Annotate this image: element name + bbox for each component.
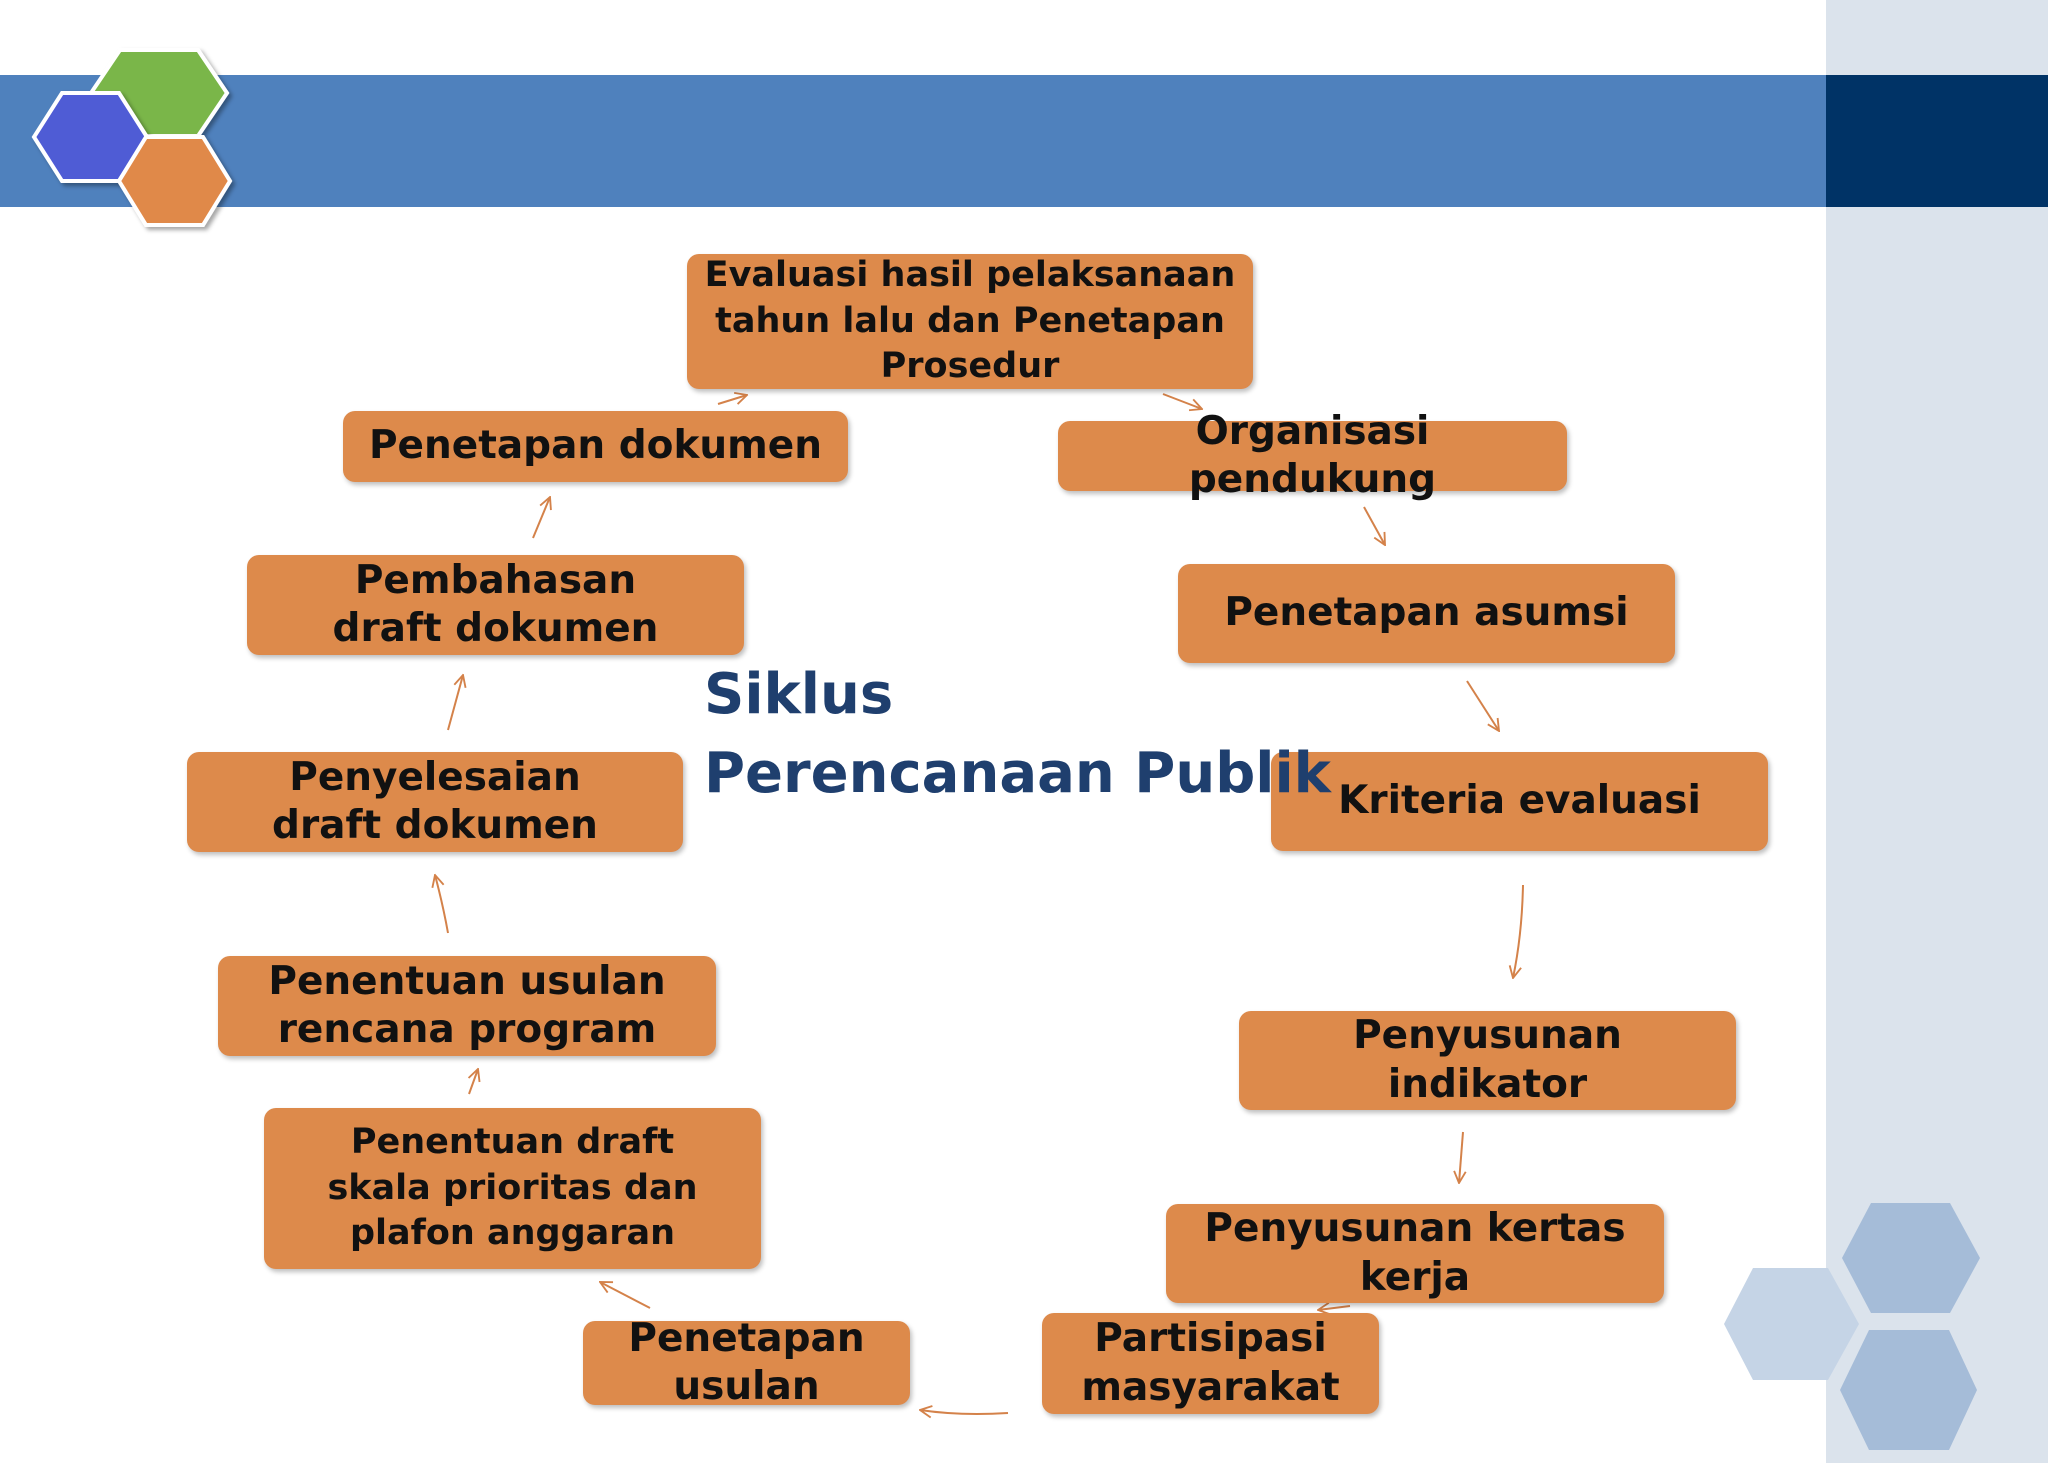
node-draft-skala: Penentuan draft skala prioritas dan plaf… (264, 1108, 761, 1269)
node-organisasi: Organisasi pendukung (1058, 409, 1567, 502)
node-penetapan-dokumen: Penetapan dokumen (343, 411, 848, 482)
node-kriteria: Kriteria evaluasi (1271, 752, 1768, 851)
node-penetapan-usulan: Penetapan usulan (583, 1316, 910, 1409)
diagram-title-line1: Siklus (704, 662, 894, 727)
arrow-partisipasi-to-penetapan-usulan (920, 1410, 1009, 1414)
hexagon-orange (116, 135, 233, 227)
diagram-title-line2: Perencanaan Publik (704, 741, 1331, 806)
node-label: Pembahasan draft dokumen (332, 557, 659, 651)
node-evaluasi: Evaluasi hasil pelaksanaan tahun lalu da… (687, 254, 1253, 389)
node-penyelesaian: Penyelesaian draft dokumen (187, 752, 683, 852)
node-label: Kriteria evaluasi (1338, 778, 1701, 824)
node-label: Penetapan dokumen (368, 423, 823, 469)
hexagon-logo (31, 48, 233, 227)
node-kertas: Penyusunan kertas kerja (1166, 1204, 1664, 1303)
node-label: Penyusunan kertas kerja (1204, 1206, 1626, 1300)
arrow-usulan-program-to-penyelesaian (435, 875, 449, 934)
node-label: Penetapan usulan (628, 1315, 865, 1409)
arrow-kertas-to-partisipasi (1318, 1306, 1351, 1310)
arrow-penyelesaian-to-pembahasan (447, 675, 463, 731)
arrow-kriteria-to-indikator (1513, 884, 1524, 978)
header-band (0, 75, 1826, 207)
arrow-draft-skala-to-usulan-program (469, 1069, 478, 1095)
node-label: Penetapan asumsi (1224, 590, 1629, 636)
node-asumsi: Penetapan asumsi (1178, 564, 1675, 663)
arrow-organisasi-to-asumsi (1363, 506, 1385, 545)
diagram-title: Siklus Perencanaan Publik (704, 655, 1331, 813)
arrow-indikator-to-kertas (1459, 1131, 1463, 1183)
node-pembahasan: Pembahasan draft dokumen (247, 555, 744, 655)
arrow-pembahasan-to-penetapan-dokumen (532, 497, 550, 539)
node-label: Penyelesaian draft dokumen (272, 754, 598, 848)
node-partisipasi: Partisipasi masyarakat (1042, 1313, 1379, 1414)
node-indikator: Penyusunan indikator (1239, 1011, 1736, 1110)
node-label: Partisipasi masyarakat (1081, 1316, 1340, 1410)
node-label: Penyusunan indikator (1353, 1013, 1622, 1107)
arrow-penetapan-dokumen-to-evaluasi (717, 395, 747, 405)
arrow-asumsi-to-kriteria (1466, 680, 1499, 731)
header-accent (1826, 75, 2048, 207)
node-label: Organisasi pendukung (1188, 408, 1437, 502)
node-label: Penentuan usulan rencana program (268, 958, 666, 1052)
node-label: Evaluasi hasil pelaksanaan tahun lalu da… (704, 255, 1236, 387)
node-usulan-program: Penentuan usulan rencana program (218, 956, 716, 1056)
arrow-penetapan-usulan-to-draft-skala (600, 1282, 651, 1309)
node-label: Penentuan draft skala prioritas dan plaf… (327, 1122, 698, 1254)
arrow-evaluasi-to-organisasi (1162, 393, 1202, 409)
